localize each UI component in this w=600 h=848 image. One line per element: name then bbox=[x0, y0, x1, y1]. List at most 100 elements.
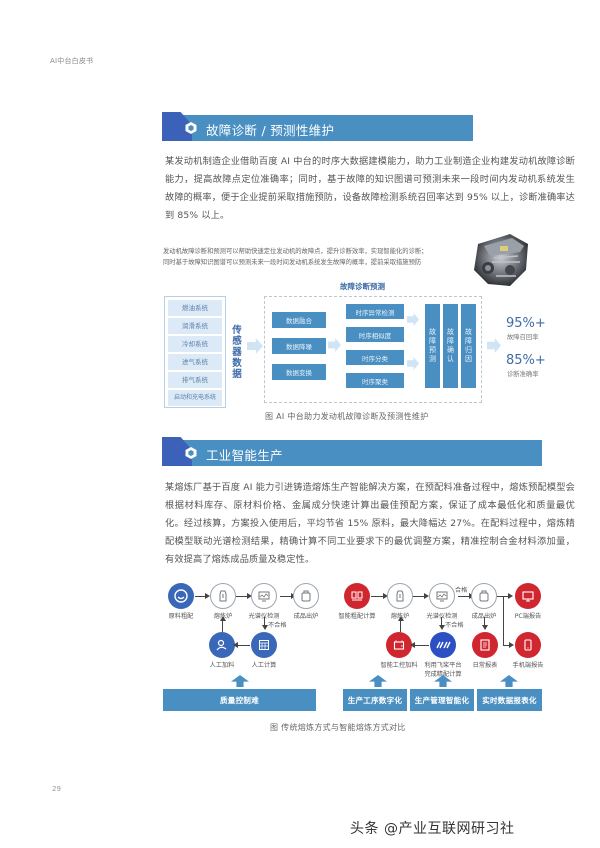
reject-label: 不合格 bbox=[268, 622, 287, 629]
arrow-head bbox=[205, 593, 210, 599]
arrow-right-icon bbox=[328, 338, 341, 352]
bar-management-intelligence: 生产管理智能化 bbox=[410, 689, 474, 711]
furnace-icon bbox=[210, 583, 236, 609]
engine-systems-list: 燃油系统 润滑系统 冷却系统 进气系统 排气系统 启动和充电系统 bbox=[164, 296, 226, 408]
step-fault-confirm: 故障确认 bbox=[443, 304, 458, 388]
bar-process-digitization: 生产工序数字化 bbox=[343, 689, 407, 711]
spectrometer-icon bbox=[429, 583, 455, 609]
spectrometer-icon bbox=[251, 583, 277, 609]
node-manual-feed: 人工加料 bbox=[205, 632, 239, 669]
system-item: 排气系统 bbox=[168, 372, 222, 388]
step-ts-cluster: 时序聚类 bbox=[346, 373, 404, 388]
smart-feed-icon bbox=[386, 632, 412, 658]
step-fault-attribution: 故障归因 bbox=[461, 304, 476, 388]
flow-line bbox=[371, 596, 384, 598]
step-ts-classify: 时序分类 bbox=[346, 350, 404, 365]
smile-icon bbox=[168, 583, 194, 609]
flow-line bbox=[413, 596, 425, 598]
recall-rate-value: 95%+ bbox=[506, 316, 546, 331]
section-header-fault-diagnosis: 故障诊断 / 预测性维护 bbox=[162, 112, 473, 141]
up-arrow-icon bbox=[231, 675, 249, 687]
node-daily-report: 日常报表 bbox=[468, 632, 502, 669]
flow-line bbox=[413, 645, 429, 647]
recall-rate-label: 故障召回率 bbox=[507, 334, 539, 341]
node-smart-feed: 智能工控加料 bbox=[376, 632, 422, 669]
system-item: 启动和充电系统 bbox=[168, 390, 222, 406]
flow-line bbox=[222, 620, 224, 632]
figure-caption-1: 图 AI 中台助力发动机故障诊断及预测性维护 bbox=[265, 412, 429, 421]
arrow-head bbox=[233, 642, 238, 648]
page-number: 29 bbox=[52, 785, 61, 793]
accuracy-rate-label: 诊断准确率 bbox=[507, 371, 539, 378]
paddle-logo-icon bbox=[430, 632, 456, 658]
node-manual-calc: 人工计算 bbox=[247, 632, 281, 669]
node-paddle-fine-calc: 利用飞桨平台 完成精配计算 bbox=[420, 632, 466, 678]
flow-line bbox=[441, 617, 443, 626]
system-item: 燃油系统 bbox=[168, 300, 222, 316]
bar-realtime-reporting: 实时数据报表化 bbox=[477, 689, 542, 711]
flow-line bbox=[195, 596, 206, 598]
arrow-head bbox=[508, 593, 513, 599]
flow-line bbox=[236, 645, 250, 647]
manual-feed-icon bbox=[209, 632, 235, 658]
node-spectrometer-smart: 光谱仪检测 bbox=[424, 583, 460, 620]
bar-quality-control: 质量控制难 bbox=[163, 689, 316, 711]
figure-caption-2: 图 传统熔炼方式与智能熔炼方式对比 bbox=[270, 723, 406, 732]
calculator-icon bbox=[251, 632, 277, 658]
flow-line bbox=[503, 596, 505, 645]
hexagon-badge-icon bbox=[185, 122, 197, 134]
node-product-out: 成品出炉 bbox=[291, 583, 321, 620]
report-icon bbox=[472, 632, 498, 658]
diagram-title: 故障诊断预测 bbox=[340, 282, 385, 291]
node-raw-material-rough: 原料粗配 bbox=[164, 583, 198, 620]
pass-label: 合格 bbox=[455, 587, 468, 594]
product-icon bbox=[293, 583, 319, 609]
node-product-out-smart: 成品出炉 bbox=[469, 583, 499, 620]
accuracy-rate-value: 85%+ bbox=[506, 353, 546, 368]
arrow-head bbox=[509, 642, 514, 648]
arrow-head bbox=[397, 616, 404, 621]
arrow-right-icon bbox=[407, 357, 419, 370]
diagnosis-prediction-region bbox=[264, 296, 482, 403]
system-item: 润滑系统 bbox=[168, 318, 222, 334]
phone-icon bbox=[515, 632, 541, 658]
hexagon-badge-icon bbox=[185, 447, 197, 459]
arrow-right-icon bbox=[247, 338, 263, 354]
section1-paragraph: 某发动机制造企业借助百度 AI 中台的时序大数据建模能力，助力工业制造企业构建发… bbox=[165, 156, 575, 221]
flow-line bbox=[400, 620, 402, 632]
flow-line bbox=[264, 617, 266, 626]
section-title: 工业智能生产 bbox=[206, 448, 283, 463]
system-item: 进气系统 bbox=[168, 354, 222, 370]
figure-note-line1: 发动机故障诊断和预测可以帮助快速定位发动机的故障点，提升诊断效率，实现智能化的诊… bbox=[163, 248, 428, 255]
watermark: 头条 @产业互联网研习社 bbox=[350, 821, 515, 837]
step-data-fusion: 数据融合 bbox=[272, 312, 326, 328]
figure-note-line2: 同时基于故障知识图谱可以预测未来一段时间发动机系统发生故障的概率，提前采取措施预… bbox=[163, 259, 422, 266]
node-spectrometer: 光谱仪检测 bbox=[246, 583, 282, 620]
up-arrow-icon bbox=[500, 675, 518, 687]
sensor-data-label: 传感器数据 bbox=[232, 325, 242, 380]
flow-line bbox=[484, 617, 486, 626]
step-ts-anomaly: 时序异常检测 bbox=[346, 304, 404, 319]
flow-line bbox=[236, 596, 248, 598]
step-fault-predict: 故障预测 bbox=[425, 304, 440, 388]
arrow-head bbox=[383, 593, 388, 599]
arrow-right-icon bbox=[407, 313, 419, 326]
up-arrow-icon bbox=[369, 675, 387, 687]
running-header: AI中台白皮书 bbox=[50, 57, 94, 65]
flow-line bbox=[280, 596, 292, 598]
arrow-head bbox=[410, 642, 415, 648]
reject-label: 不合格 bbox=[445, 622, 464, 629]
arrow-head bbox=[247, 593, 252, 599]
section-header-smart-production: 工业智能生产 bbox=[162, 437, 542, 466]
step-ts-similarity: 时序相似度 bbox=[346, 327, 404, 342]
node-pc-report: PC端报告 bbox=[508, 583, 548, 620]
step-data-transform: 数据变换 bbox=[272, 364, 326, 380]
section-title: 故障诊断 / 预测性维护 bbox=[206, 123, 335, 138]
node-furnace-smart: 熔炼炉 bbox=[385, 583, 415, 620]
product-icon bbox=[471, 583, 497, 609]
flow-line bbox=[503, 645, 510, 647]
smart-calc-icon bbox=[344, 583, 370, 609]
arrow-head bbox=[438, 625, 445, 630]
node-mobile-report: 手机端报告 bbox=[508, 632, 548, 669]
node-furnace: 熔炼炉 bbox=[208, 583, 238, 620]
